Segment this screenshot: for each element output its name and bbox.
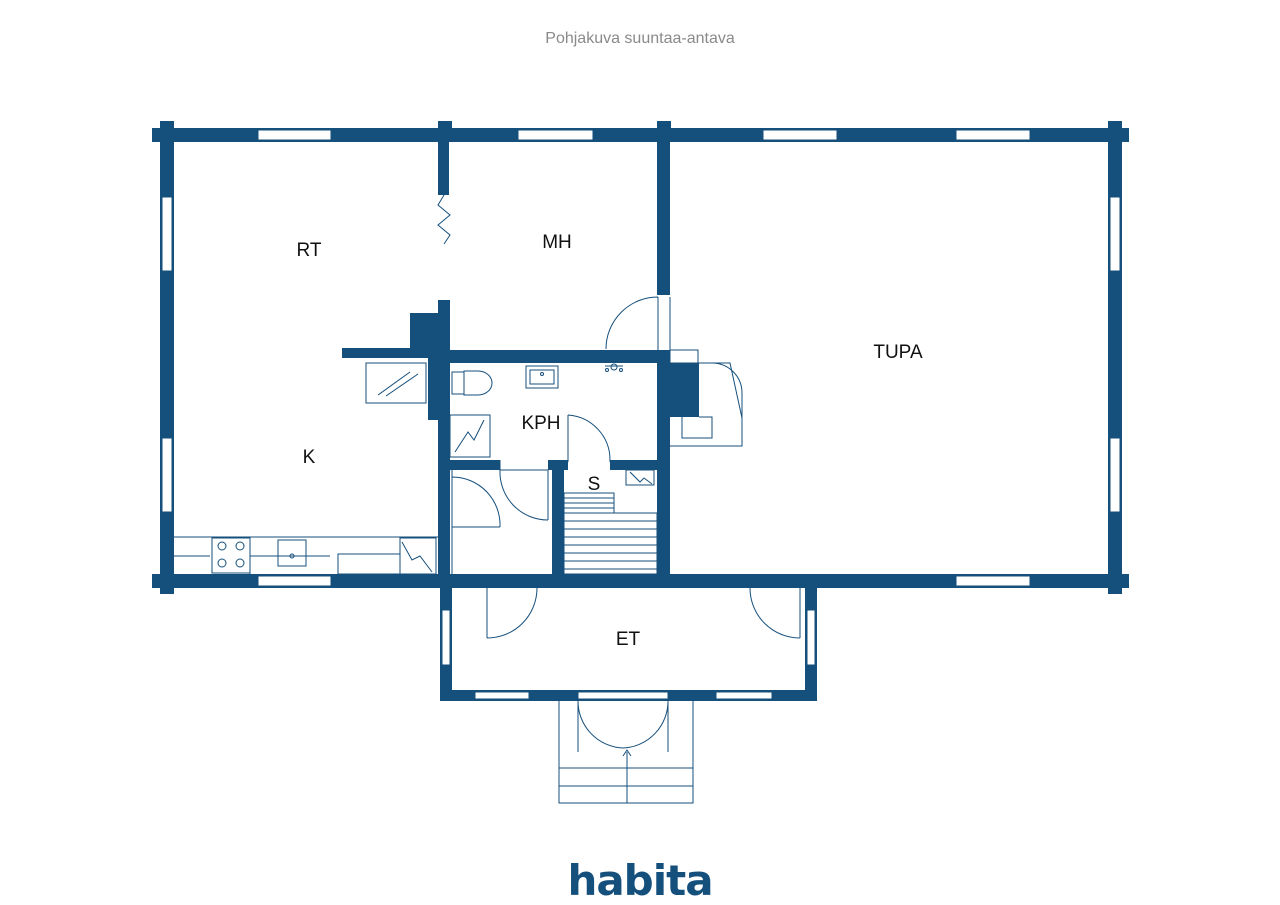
washbasin-icon	[525, 365, 559, 389]
windows	[161, 129, 1121, 700]
door-kph	[567, 414, 611, 462]
entry-steps	[558, 699, 694, 804]
window	[474, 691, 530, 700]
room-label-tupa: TUPA	[873, 342, 923, 363]
window	[161, 196, 173, 272]
shower-icon	[610, 363, 618, 371]
window	[762, 129, 838, 141]
laundry-icon	[449, 414, 491, 458]
sauna-heater-icon	[625, 469, 655, 486]
window	[1109, 437, 1121, 513]
plan-caption: Pohjakuva suuntaa-antava	[545, 30, 735, 47]
room-labels: RT MH TUPA KPH K S ET	[297, 232, 923, 650]
fridge-icon	[399, 537, 437, 575]
window	[577, 691, 669, 700]
door-mh	[605, 296, 659, 350]
window	[1109, 196, 1121, 272]
door-entry	[577, 699, 669, 752]
window	[161, 437, 173, 513]
room-label-rt: RT	[297, 240, 322, 261]
window	[257, 575, 332, 587]
habita-logo: habita	[567, 856, 712, 905]
window	[806, 609, 816, 666]
toilet-icon	[451, 371, 465, 395]
fireplace-icon	[670, 362, 743, 447]
room-label-mh: MH	[542, 232, 572, 253]
fixtures	[174, 194, 743, 804]
door-closet-left	[451, 476, 501, 528]
folding-partition	[437, 194, 451, 245]
cabinet-icon	[365, 362, 427, 404]
window	[955, 129, 1031, 141]
door-et-right	[749, 587, 801, 639]
door-hall	[499, 469, 549, 521]
window	[715, 691, 773, 700]
counter-block	[337, 553, 401, 575]
doors	[451, 296, 801, 752]
room-label-et: ET	[616, 629, 641, 650]
sauna-bench	[563, 492, 658, 575]
window	[441, 609, 451, 666]
stove-icon	[211, 537, 251, 574]
window	[257, 129, 332, 141]
door-et-left	[486, 587, 538, 639]
window	[517, 129, 594, 141]
room-label-s: S	[588, 474, 601, 495]
room-label-kph: KPH	[521, 413, 560, 434]
room-label-k: K	[303, 447, 316, 468]
sink-icon	[277, 539, 307, 567]
interior-walls	[342, 135, 817, 701]
window	[955, 575, 1031, 587]
